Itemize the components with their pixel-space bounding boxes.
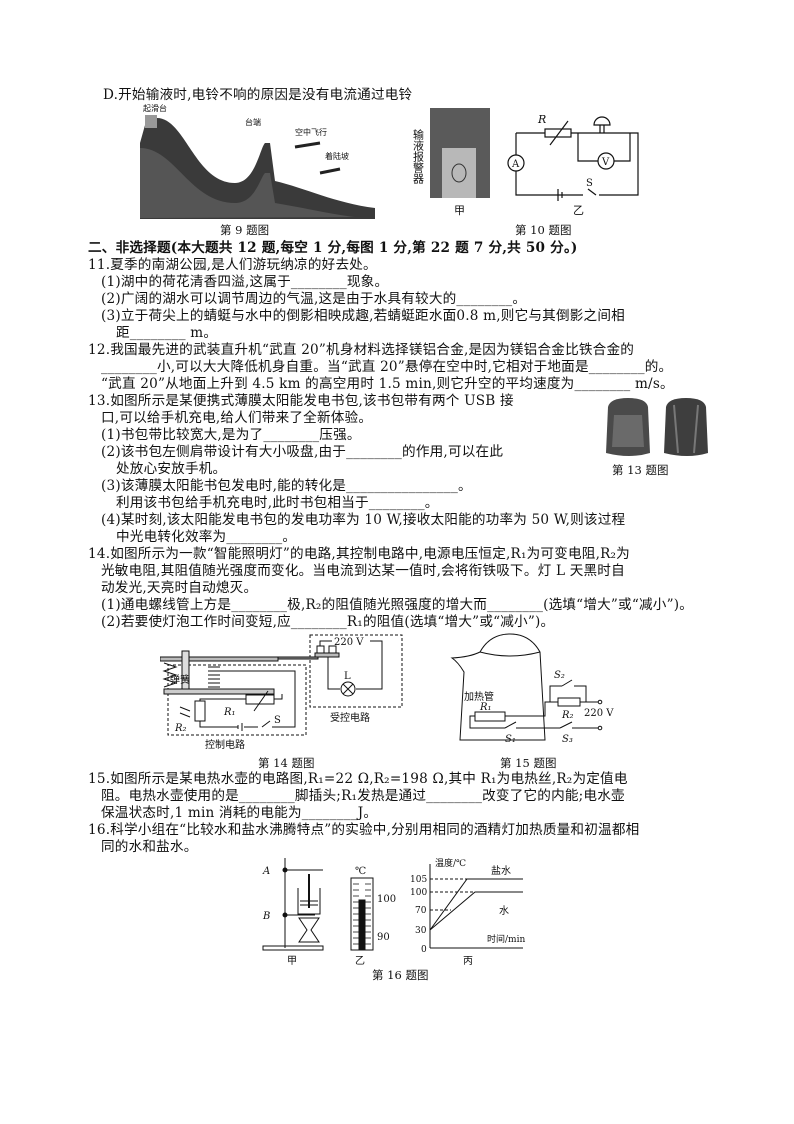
q13-4b: 中光电转化效率为________。 xyxy=(116,529,297,545)
control-circuit-label: 控制电路 xyxy=(205,738,245,751)
q13-2: (2)该书包左侧肩带设计有大小吸盘,由于________的作用,可以在此 xyxy=(101,444,504,460)
ytick-70: 70 xyxy=(415,906,427,916)
sub-label-b: 乙 xyxy=(355,955,365,967)
ammeter-label: A xyxy=(511,159,520,170)
sub-label-a: 甲 xyxy=(287,956,297,967)
q13-line2: 口,可以给手机充电,给人们带来了全新体验。 xyxy=(101,410,373,426)
q13-2b: 处放心安放手机。 xyxy=(116,461,227,477)
smart-light-circuit: 220 V L 弹簧 R₂ R₁ S 受控电路 控制电路 xyxy=(160,634,403,751)
q14-line2: 光敏电阻,其阻值随光强度而变化。当电流到达某一值时,会将衔铁吸下。灯 L 天黑时… xyxy=(101,563,625,579)
label-start: 起滑台 xyxy=(143,103,167,113)
section-heading: 二、非选择题(本大题共 12 题,每空 1 分,每图 1 分,第 22 题 7 … xyxy=(88,240,578,256)
r2-label: R₂ xyxy=(174,723,187,734)
q13-4: (4)某时刻,该太阳能发电书包的发电功率为 10 W,接收太阳能的功率为 50 … xyxy=(101,512,626,528)
fig16-caption: 第 16 题图 xyxy=(372,968,429,982)
q13-line1: 13.如图所示是某便携式薄膜太阳能发电书包,该书包带有两个 USB 接 xyxy=(88,393,514,409)
switch-label: S xyxy=(274,715,281,726)
y-axis-label: 温度/℃ xyxy=(435,858,466,869)
q15-line2: 阻。电热水壶使用的是________脚插头;R₁发热是通过________改变了… xyxy=(101,788,625,804)
kettle-circuit: 加热管 R₁ R₂ S₂ S₁ S₃ 220 V xyxy=(450,633,614,745)
sub-label-b: 乙 xyxy=(573,204,584,217)
q14-line3: 动发光,天亮时自动熄灭。 xyxy=(101,580,258,596)
q15-line3: 保温状态时,1 min 消耗的电能为________J。 xyxy=(101,805,378,821)
resistor-label: R xyxy=(537,113,546,126)
q11-3: (3)立于荷尖上的蜻蜓与水中的倒影相映成趣,若蜻蜓距水面0.8 m,则它与其倒影… xyxy=(101,308,625,324)
ski-jump-figure: 起滑台 台端 空中飞行 着陆坡 xyxy=(140,103,375,219)
series-water xyxy=(429,891,523,931)
clamp-a-label: A xyxy=(262,866,270,877)
fig9-caption: 第 9 题图 xyxy=(220,223,270,237)
q11-1: (1)湖中的荷花清香四溢,这属于________现象。 xyxy=(101,274,389,290)
q15-line1: 15.如图所示是某电热水壶的电路图,R₁=22 Ω,R₂=198 Ω,其中 R₁… xyxy=(88,771,628,787)
boiling-experiment-figure: A B ℃ 100 90 甲 乙 丙 温度/℃ 时间/min 105 100 7… xyxy=(262,858,525,967)
q11-3b: 距________ m。 xyxy=(116,325,218,341)
r1-label: R₁ xyxy=(479,702,492,713)
q13-3: (3)该薄膜太阳能书包发电时,能的转化是________________。 xyxy=(101,478,472,494)
s2-label: S₂ xyxy=(554,670,565,681)
heater-label: 加热管 xyxy=(464,690,494,703)
q13-3b: 利用该书包给手机充电时,此时书包相当于________。 xyxy=(116,495,439,511)
q14-line1: 14.如图所示为一款“智能照明灯”的电路,其控制电路中,电源电压恒定,R₁为可变… xyxy=(88,546,630,562)
voltmeter-label: V xyxy=(601,157,610,168)
ytick-100: 100 xyxy=(410,888,427,898)
fig14-caption: 第 14 题图 xyxy=(258,756,315,770)
thermo-tick-100: 100 xyxy=(377,894,396,905)
q12-line2: ________小,可以大大降低机身自重。当“武直 20”悬停在空中时,它相对于… xyxy=(101,359,673,375)
q14-1: (1)通电螺线管上方是________极,R₂的阻值随光照强度的增大而_____… xyxy=(101,597,694,613)
controlled-circuit-label: 受控电路 xyxy=(330,711,370,724)
switch-label: S xyxy=(586,178,593,189)
voltage-label: 220 V xyxy=(334,637,364,648)
lamp-label: L xyxy=(344,671,351,682)
sub-label-a: 甲 xyxy=(454,204,465,217)
axes xyxy=(429,864,523,949)
legend-water: 水 xyxy=(499,905,509,917)
spring-label: 弹簧 xyxy=(170,673,190,686)
sub-label-c: 丙 xyxy=(463,956,473,967)
label-landing: 着陆坡 xyxy=(325,151,349,161)
s1-label: S₁ xyxy=(505,734,516,745)
q13-1: (1)书包带比较宽大,是为了________压强。 xyxy=(101,427,361,443)
fig15-caption: 第 15 题图 xyxy=(500,756,557,770)
q11-stem: 11.夏季的南湖公园,是人们游玩纳凉的好去处。 xyxy=(88,257,377,273)
thermo-tick-90: 90 xyxy=(377,932,390,943)
reference-dashes xyxy=(430,878,475,911)
s3-label: S₃ xyxy=(562,734,573,745)
temperature-graph: 温度/℃ 时间/min 105 100 70 30 0 盐水 水 xyxy=(410,858,525,955)
q14-2: (2)若要使灯泡工作时间变短,应________R₁的阻值(选填“增大”或“减小… xyxy=(101,614,555,630)
backpack-figure xyxy=(606,398,708,456)
fig13-caption: 第 13 题图 xyxy=(612,463,669,477)
q11-2: (2)广阔的湖水可以调节周边的气温,这是由于水具有较大的________。 xyxy=(101,291,527,307)
photo-label: 输液报警器 xyxy=(412,128,425,185)
series-salt-water xyxy=(429,878,523,931)
clamp-b-label: B xyxy=(262,911,270,922)
q12-line1: 12.我国最先进的武装直升机“武直 20”机身材料选择镁铝合金,是因为镁铝合金比… xyxy=(88,342,635,358)
q12-line3: “武直 20”从地面上升到 4.5 km 的高空用时 1.5 min,则它升空的… xyxy=(101,376,674,392)
ytick-105: 105 xyxy=(410,875,427,885)
legend-salt-water: 盐水 xyxy=(491,864,511,877)
q16-line1: 16.科学小组在“比较水和盐水沸腾特点”的实验中,分别用相同的酒精灯加热质量和初… xyxy=(88,822,640,838)
ytick-0: 0 xyxy=(421,945,427,955)
fig10-caption: 第 10 题图 xyxy=(515,223,572,237)
q16-line2: 同的水和盐水。 xyxy=(101,839,198,855)
ytick-30: 30 xyxy=(415,926,427,936)
option-d: D.开始输液时,电铃不响的原因是没有电流通过电铃 xyxy=(103,87,413,103)
r1-label: R₁ xyxy=(223,707,236,718)
voltage-label: 220 V xyxy=(584,708,614,719)
r2-label: R₂ xyxy=(561,710,574,721)
label-edge: 台端 xyxy=(245,117,261,127)
infusion-alarm-figure: 输液报警器 甲 乙 A V R S xyxy=(412,108,639,217)
label-flight: 空中飞行 xyxy=(295,127,327,137)
thermo-unit: ℃ xyxy=(355,866,366,877)
x-axis-label: 时间/min xyxy=(487,933,525,945)
